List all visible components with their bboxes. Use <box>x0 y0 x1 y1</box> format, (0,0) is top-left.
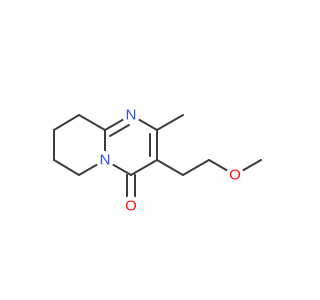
atom-label-o-ether: O <box>229 167 241 184</box>
bond-c3-ch2 <box>156 159 184 176</box>
bond-c9a-n1-double-inner <box>109 124 130 137</box>
bond-c2-methyl <box>156 114 184 131</box>
molecule-structure: N N O O <box>53 106 262 215</box>
atom-label-o-carbonyl: O <box>125 198 137 215</box>
atom-label-n1: N <box>126 107 137 124</box>
atom-label-n5: N <box>100 152 111 169</box>
bond-c8-c9 <box>53 114 80 131</box>
bond-c9a-c9 <box>78 114 106 131</box>
bond-c3-c4 <box>130 159 158 176</box>
bond-ch2-ch2 <box>182 159 210 176</box>
bond-c6-c7 <box>53 159 80 176</box>
